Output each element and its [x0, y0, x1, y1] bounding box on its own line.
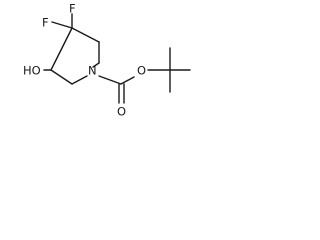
bond-ring-c4-c5	[71, 27, 100, 43]
fluorine-top-label: F	[69, 2, 76, 16]
ester-oxygen-label: O	[137, 64, 146, 78]
bond-ring-n1-c2	[71, 75, 88, 85]
bond-ring-c6-n1	[92, 62, 100, 68]
molecule-structure: F F HO N O O	[23, 2, 191, 119]
bond-carbonyl-c-o-ester	[120, 76, 135, 85]
bond-ring-c3-c4	[50, 27, 73, 71]
carbonyl-oxygen-label: O	[117, 105, 126, 119]
bond-c4-f-left	[51, 21, 73, 29]
molecule-canvas: F F HO N O O	[0, 0, 205, 126]
hydroxyl-label: HO	[23, 64, 41, 78]
bond-ring-c2-c3	[50, 69, 73, 85]
nitrogen-label: N	[88, 64, 97, 78]
bond-n1-carbonyl-c	[98, 75, 122, 85]
fluorine-left-label: F	[42, 16, 49, 30]
